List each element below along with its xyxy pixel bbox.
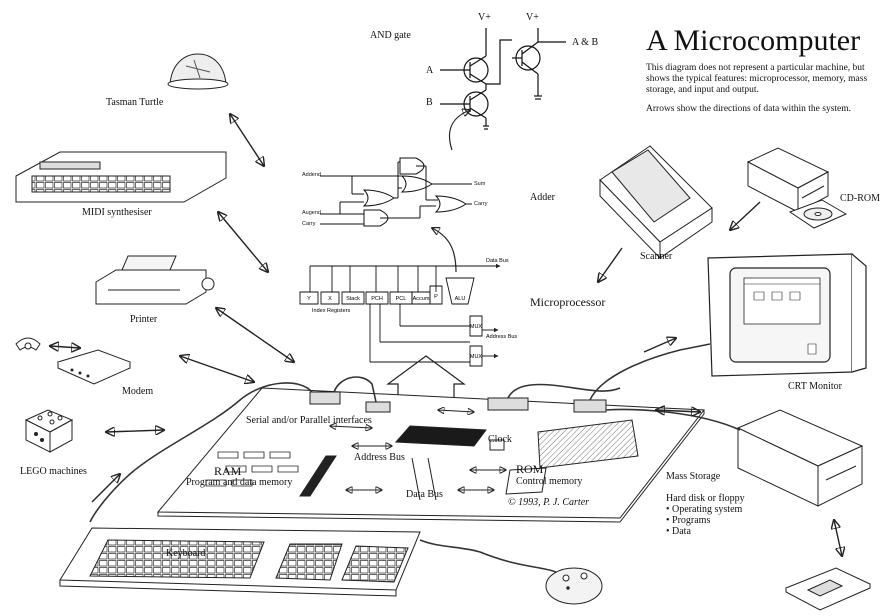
microprocessor-block: [300, 263, 501, 366]
cpu-register-y: Y: [307, 296, 311, 302]
and-gate-output: A & B: [572, 37, 599, 48]
cpu-index-registers-label: Index Registers: [312, 308, 350, 314]
and-gate-title: AND gate: [370, 30, 411, 41]
diagram-title: A Microcomputer: [646, 24, 861, 57]
mass-storage-item: Data: [666, 526, 742, 537]
board-bus-arrows: [330, 410, 506, 500]
adder-addend-label: Addend: [302, 172, 321, 178]
zoom-arrow-cpu: [388, 356, 464, 402]
clock-label: Clock: [488, 434, 512, 445]
zoom-arrow-gate: [449, 110, 470, 150]
printer-icon: [96, 256, 214, 304]
zoom-arrow-adder: [432, 228, 456, 272]
artist-signature: © 1993, P. J. Carter: [508, 497, 590, 508]
mass-storage-title: Mass Storage: [666, 471, 721, 482]
tasman-turtle-icon: [168, 54, 228, 89]
and-gate-input-a: A: [426, 65, 434, 76]
lego-brick-icon: [26, 410, 72, 452]
rom-sub-label: Control memory: [516, 476, 583, 487]
modem-label: Modem: [122, 386, 154, 397]
cd-rom-label: CD-ROM: [840, 193, 881, 204]
interfaces-label: Serial and/or Parallel interfaces: [246, 415, 372, 426]
adder-circuit: [320, 158, 472, 226]
board-address-bus-label: Address Bus: [354, 452, 405, 463]
keyboard-label: Keyboard: [166, 548, 206, 559]
adder-augend-label: Augend: [302, 210, 321, 216]
cpu-register-pcl: PCL: [396, 296, 407, 302]
cpu-register-pch: PCH: [371, 296, 383, 302]
and-gate-circuit: [440, 28, 566, 129]
cpu-address-bus-label: Address Bus: [486, 334, 517, 340]
crt-monitor-label: CRT Monitor: [788, 381, 842, 392]
hard-disk-unit-icon: [738, 410, 862, 506]
arrows-note: Arrows show the directions of data withi…: [646, 104, 852, 114]
mass-storage-item: Programs: [666, 515, 742, 526]
adder-carry-out-label: Carry: [474, 201, 488, 207]
keyboard-icon: [60, 528, 420, 596]
mass-storage-subtitle: Hard disk or floppy: [666, 493, 745, 504]
motherboard: [158, 388, 704, 522]
cpu-register-stack: Stack: [346, 296, 360, 302]
cpu-mux-1: MUX: [470, 324, 483, 330]
cd-rom-drive-icon: [748, 148, 828, 212]
and-gate-vplus-1: V+: [478, 12, 491, 23]
adder-title: Adder: [530, 192, 555, 203]
midi-synthesiser-icon: [16, 152, 226, 202]
cpu-mux-2: MUX: [470, 354, 483, 360]
mouse-icon: [546, 568, 602, 604]
and-gate-vplus-2: V+: [526, 12, 539, 23]
modem-icon: [58, 350, 130, 384]
floppy-disk-icon: [786, 568, 870, 610]
printer-label: Printer: [130, 314, 158, 325]
telephone-icon: [16, 338, 40, 350]
microprocessor-title: Microprocessor: [530, 295, 606, 309]
cpu-register-accum: Accum: [413, 296, 430, 302]
lego-machines-label: LEGO machines: [20, 466, 87, 477]
scanner-label: Scanner: [640, 251, 673, 262]
crt-monitor-icon: [708, 254, 866, 376]
and-gate-input-b: B: [426, 97, 433, 108]
mass-storage-item: Operating system: [666, 504, 742, 515]
adder-sum-label: Sum: [474, 181, 486, 187]
data-flow-arrows: [50, 114, 842, 556]
adder-carry-in-label: Carry: [302, 221, 316, 227]
cpu-register-p: P: [434, 294, 438, 300]
mass-storage-list: Operating system Programs Data: [666, 504, 742, 537]
ram-sub-label: Program and data memory: [186, 477, 293, 488]
board-data-bus-label: Data Bus: [406, 489, 443, 500]
tasman-turtle-label: Tasman Turtle: [106, 97, 164, 108]
cables: [90, 344, 740, 572]
scanner-icon: [600, 146, 712, 258]
cpu-register-x: X: [328, 296, 332, 302]
ram-label: RAM: [214, 464, 242, 478]
cpu-data-bus-label: Data Bus: [486, 258, 509, 264]
cpu-alu-label: ALU: [455, 296, 466, 302]
midi-synthesiser-label: MIDI synthesiser: [82, 207, 152, 218]
cd-disc-icon: [790, 200, 846, 228]
rom-label: ROM: [516, 462, 544, 476]
diagram-description: This diagram does not represent a partic…: [646, 63, 868, 95]
